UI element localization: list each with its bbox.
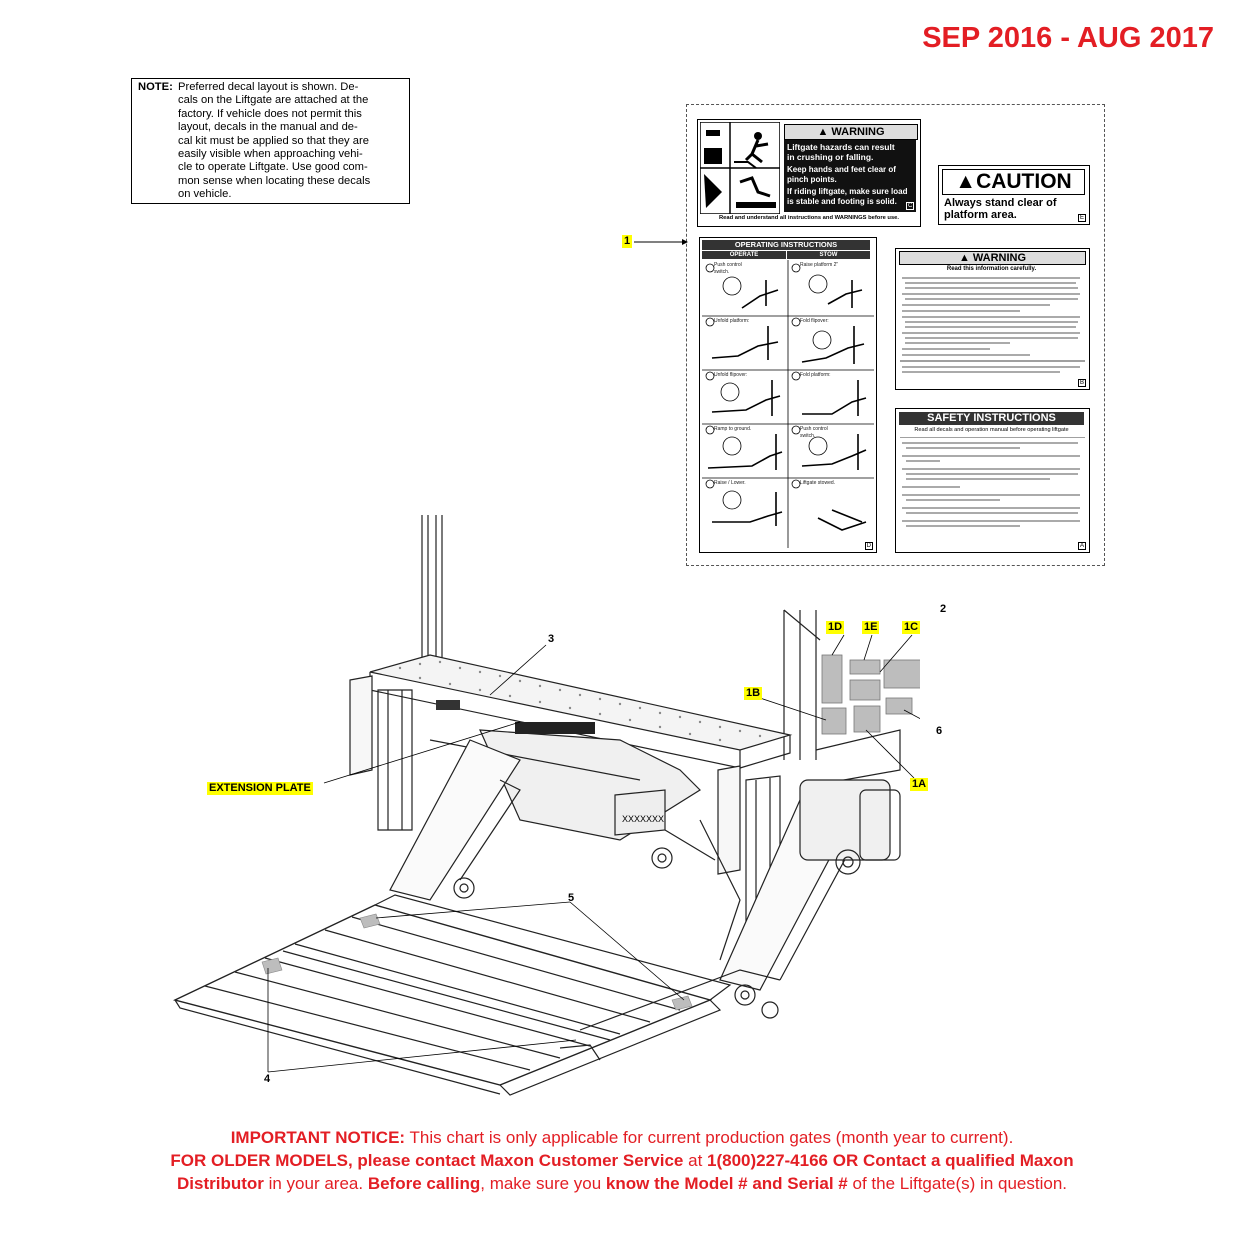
safety-text-lines (900, 437, 1085, 527)
callout-3: 3 (548, 633, 555, 645)
warning-mid-text-lines (900, 277, 1085, 373)
caution-decal: ▲CAUTION Always stand clear of platform … (938, 165, 1090, 225)
note-line: cal kit must be applied so that they are (178, 134, 369, 147)
note-line: cle to operate Liftgate. Use good com- (178, 161, 368, 174)
warning-mid-header: ▲ WARNING (899, 251, 1086, 265)
note-line: factory. If vehicle does not permit this (178, 107, 362, 120)
caution-line: Always stand clear of (944, 197, 1057, 209)
notice-distributor: Distributor (176, 1174, 264, 1193)
warning-triangle-icon: ▲ (817, 126, 829, 138)
body-decals (821, 654, 920, 735)
operating-title: OPERATING INSTRUCTIONS (702, 240, 870, 250)
notice-text: at (683, 1151, 708, 1170)
notice-older-models: FOR OLDER MODELS, please contact Maxon C… (170, 1151, 684, 1170)
stow-step-label: Fold platform: (800, 372, 831, 378)
safety-title: SAFETY INSTRUCTIONS (899, 412, 1084, 425)
warning-top-header: ▲ WARNING (784, 124, 918, 140)
callout-1-arrow (634, 239, 688, 245)
callout-4: 4 (264, 1073, 271, 1085)
notice-text: in your area. (263, 1174, 368, 1193)
callout-extension-plate: EXTENSION PLATE (207, 782, 313, 795)
warning-top-code: C (906, 202, 915, 210)
notice-text: of the Liftgate(s) in question. (847, 1174, 1068, 1193)
safety-subtitle: Read all decals and operation manual bef… (914, 427, 1069, 433)
callout-1d: 1D (826, 621, 845, 634)
callout-1: 1 (622, 235, 633, 248)
note-line: easily visible when approaching vehi- (178, 148, 363, 161)
notice-before-calling: Before calling (367, 1174, 481, 1193)
notice-line-2: FOR OLDER MODELS, please contact Maxon C… (0, 1149, 1244, 1172)
operating-step-label: Unfold platform: (714, 318, 750, 324)
warning-top-line: is stable and footing is solid. (787, 196, 897, 206)
note-line: Preferred decal layout is shown. De- (178, 81, 359, 93)
warning-top-body: Liftgate hazards can result in crushing … (784, 140, 916, 212)
operating-col-operate: OPERATE (702, 251, 786, 259)
warning-decal-top: ▲ WARNING Liftgate hazards can result in… (697, 119, 921, 227)
operating-instructions-decal: OPERATING INSTRUCTIONS OPERATE STOW (699, 237, 877, 553)
callout-1e: 1E (862, 621, 880, 634)
caution-header: ▲CAUTION (942, 169, 1085, 195)
decal-sheet: ▲ WARNING Liftgate hazards can result in… (686, 104, 1105, 566)
warning-mid-title: WARNING (972, 252, 1027, 264)
notice-label: IMPORTANT NOTICE: (230, 1128, 406, 1147)
notice-text: This chart is only applicable for curren… (405, 1128, 1014, 1147)
caution-line: platform area. (944, 209, 1017, 221)
callout-2: 2 (940, 603, 947, 615)
platform-decals (261, 913, 693, 1011)
stow-step-label: Fold flipover: (800, 318, 829, 324)
notice-model-serial: know the Model # and Serial # (605, 1174, 848, 1193)
note-line: on vehicle. (178, 188, 232, 201)
warning-top-footer: Read and understand all instructions and… (718, 215, 900, 221)
small-label (436, 700, 460, 710)
liftgate-illustration: XXXXXXX (172, 515, 920, 1096)
note-line: mon sense when locating these decals (178, 174, 371, 187)
callout-5: 5 (568, 892, 575, 904)
note-line: cals on the Liftgate are attached at the (178, 94, 369, 107)
note-box: NOTE: Preferred decal layout is shown. D… (131, 78, 410, 204)
warning-mid-subtitle: Read this information carefully. (946, 266, 1037, 272)
warning-decal-mid: ▲ WARNING Read this information carefull… (895, 248, 1090, 390)
date-range-title: SEP 2016 - AUG 2017 (922, 22, 1214, 54)
license-plate-text: XXXXXXX (622, 814, 664, 824)
stow-step-label: Liftgate stowed. (800, 480, 836, 486)
callout-1b: 1B (744, 687, 763, 700)
note-text: Preferred decal layout is shown. De- cal… (178, 81, 403, 202)
operating-code: D (864, 542, 873, 550)
safety-code: A (1077, 542, 1086, 550)
warning-top-line: in crushing or falling. (787, 151, 874, 162)
notice-phone: 1(800)227-4166 OR Contact a qualified Ma… (707, 1151, 1074, 1170)
operating-step-label: Ramp to ground. (714, 426, 752, 432)
warning-top-line: Keep hands and feet clear of (787, 165, 896, 174)
operating-col-stow: STOW (787, 251, 870, 259)
warning-mid-code: B (1077, 379, 1086, 387)
caution-triangle-icon: ▲ (955, 170, 977, 193)
caution-code: E (1077, 214, 1086, 222)
callout-1c: 1C (902, 621, 921, 634)
operating-step-label: Unfold flipover: (714, 372, 748, 378)
stow-step-label: Raise platform 2" (800, 262, 839, 268)
extension-plate-dots (398, 660, 762, 742)
operating-step-label: Push control switch. (714, 262, 742, 275)
callout-1a: 1A (910, 778, 929, 791)
warning-triangle-icon: ▲ (958, 252, 970, 264)
note-label: NOTE: (138, 81, 173, 93)
warning-top-title: WARNING (831, 126, 885, 138)
notice-line-1: IMPORTANT NOTICE: This chart is only app… (0, 1126, 1244, 1149)
safety-instructions-decal: SAFETY INSTRUCTIONS Read all decals and … (895, 408, 1090, 553)
notice-text: , make sure you (480, 1174, 606, 1193)
maxon-label (515, 722, 595, 734)
warning-top-line: pinch points. (787, 174, 837, 184)
hazard-pictogram (700, 122, 780, 214)
leader-lines (267, 634, 920, 1073)
stow-step-label: Push control switch. (800, 426, 828, 439)
operating-steps-grid (702, 260, 874, 548)
caution-title: CAUTION (976, 170, 1072, 193)
operating-step-label: Raise / Lower. (714, 480, 746, 486)
notice-line-3: Distributor in your area. Before calling… (0, 1172, 1244, 1195)
warning-top-line: Liftgate hazards can result (787, 142, 895, 152)
important-notice: IMPORTANT NOTICE: This chart is only app… (0, 1126, 1244, 1195)
note-line: layout, decals in the manual and de- (178, 121, 358, 134)
warning-top-line: If riding liftgate, make sure load (787, 187, 908, 196)
callout-6: 6 (936, 725, 943, 737)
